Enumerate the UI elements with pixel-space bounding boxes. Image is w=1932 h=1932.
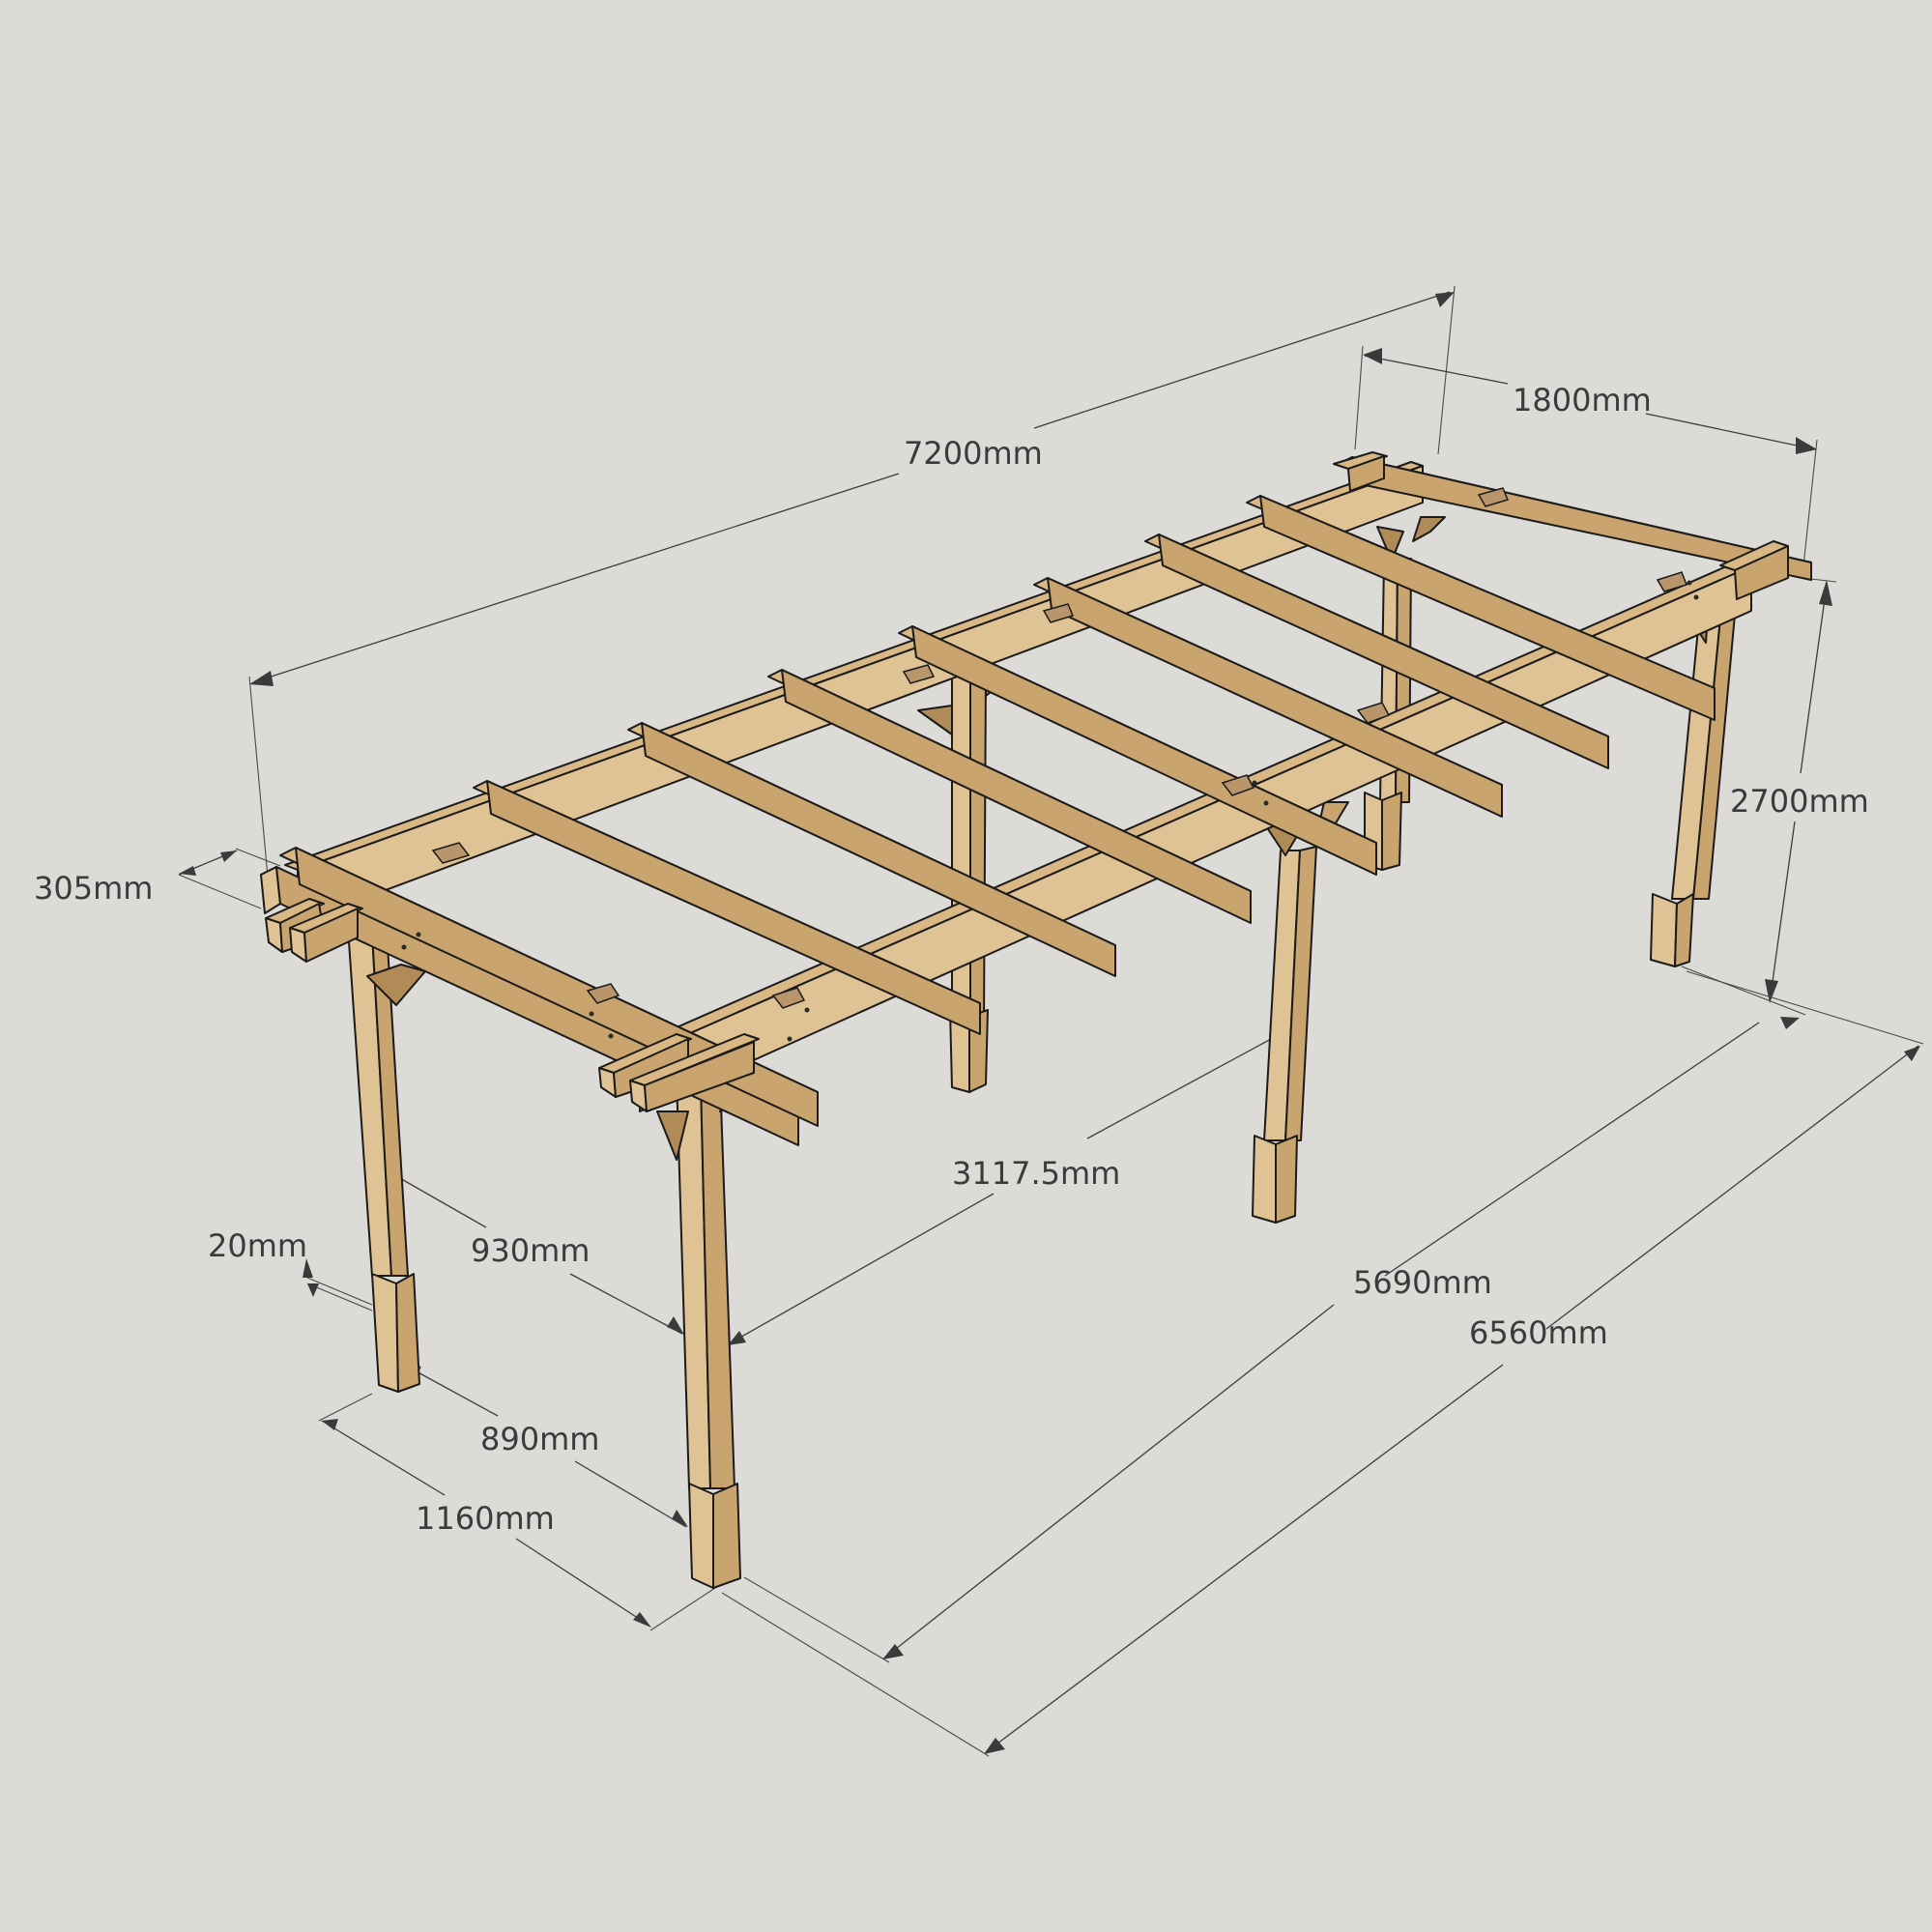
arrow-icon — [882, 1644, 904, 1659]
arrow-icon — [249, 671, 274, 686]
arrow-icon — [1765, 979, 1778, 1003]
rafter-8 — [1144, 533, 1609, 769]
post-middle-front — [1252, 846, 1317, 1224]
dim-890: 890mm — [480, 1421, 599, 1457]
dim-305: 305mm — [34, 870, 153, 907]
dim-7200: 7200mm — [904, 435, 1043, 472]
dim-930: 930mm — [471, 1232, 590, 1269]
arrow-icon — [1796, 437, 1817, 454]
rafter-9 — [1246, 495, 1716, 721]
rafter-4 — [627, 722, 1116, 977]
arrow-icon — [728, 1331, 746, 1345]
arrow-icon — [1363, 348, 1382, 364]
arrow-icon — [220, 851, 237, 862]
rafter-6 — [898, 625, 1377, 876]
dimension-labels: 7200mm 1800mm 2700mm 305mm 3117.5mm 930m… — [34, 382, 1869, 1537]
post-front-corner — [676, 1076, 741, 1589]
dim-5690: 5690mm — [1353, 1264, 1492, 1301]
arrow-icon — [984, 1738, 1005, 1754]
dim-20: 20mm — [208, 1227, 307, 1264]
cross-beam-front — [598, 1033, 760, 1112]
arrow-icon — [307, 1283, 319, 1297]
post-left-back — [347, 927, 420, 1393]
arrow-icon — [1780, 1017, 1800, 1029]
rafter-7 — [1033, 577, 1503, 818]
arrow-icon — [667, 1316, 684, 1335]
arrow-icon — [322, 1419, 338, 1430]
arrow-icon — [303, 1258, 313, 1278]
cross-beams — [265, 451, 1789, 1112]
cross-beam-right — [1333, 451, 1789, 600]
arrow-icon — [1819, 580, 1832, 606]
rafter-3 — [473, 780, 981, 1035]
dim-1160: 1160mm — [416, 1500, 555, 1537]
dim-3117-5: 3117.5mm — [952, 1155, 1120, 1192]
dim-6560: 6560mm — [1469, 1314, 1608, 1351]
arrow-icon — [179, 866, 196, 876]
dim-2700: 2700mm — [1730, 783, 1869, 820]
arrow-icon — [1904, 1046, 1920, 1061]
rafters — [260, 456, 1812, 1146]
rafter-5 — [767, 669, 1252, 924]
cross-beam-left — [265, 898, 363, 963]
joint-details — [401, 487, 1699, 1042]
arrow-icon — [672, 1510, 688, 1527]
arrow-icon — [1435, 292, 1455, 307]
arrow-icon — [633, 1612, 651, 1628]
dim-1800: 1800mm — [1513, 382, 1652, 418]
